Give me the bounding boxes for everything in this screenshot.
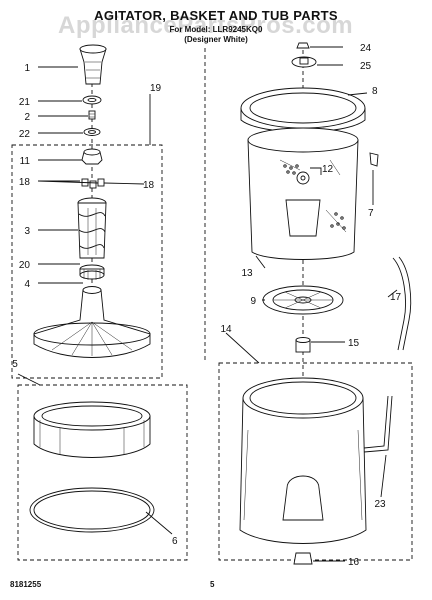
bolt-part bbox=[88, 110, 96, 120]
callout-number: 15 bbox=[348, 338, 360, 349]
callout-number: 18 bbox=[19, 177, 31, 188]
callout-number: 24 bbox=[360, 43, 372, 54]
pressure-tube-part bbox=[363, 395, 393, 453]
callout-number: 19 bbox=[150, 83, 162, 94]
outer-tub-part bbox=[239, 377, 367, 544]
clip-part bbox=[369, 152, 379, 167]
washer-part bbox=[83, 128, 101, 136]
callout-number: 22 bbox=[19, 129, 31, 140]
callout-number: 18 bbox=[143, 180, 155, 191]
page-title: AGITATOR, BASKET AND TUB PARTS bbox=[94, 8, 338, 23]
agitator-dog-part bbox=[81, 178, 105, 189]
callout-number: 3 bbox=[24, 226, 30, 237]
wash-basket-part bbox=[247, 127, 359, 260]
callout-number: 12 bbox=[322, 164, 334, 175]
basket-drive-part bbox=[296, 171, 310, 185]
callout-number: 6 bbox=[172, 536, 178, 547]
nut-part bbox=[296, 42, 310, 49]
basket-hub-part bbox=[262, 285, 344, 315]
group-box-19 bbox=[11, 144, 163, 379]
callout-number: 14 bbox=[220, 324, 232, 335]
callout-number: 25 bbox=[360, 61, 372, 72]
retainer-part bbox=[82, 95, 102, 105]
dog-cap-part bbox=[81, 148, 103, 165]
group-box-5 bbox=[17, 384, 188, 561]
color-line: (Designer White) bbox=[184, 35, 248, 44]
basket-ring-part bbox=[240, 87, 366, 133]
seal-part bbox=[295, 337, 311, 353]
spanner-part bbox=[291, 56, 317, 68]
callout-number: 16 bbox=[348, 557, 360, 568]
callout-number: 7 bbox=[368, 208, 374, 219]
agitator-cap-part bbox=[79, 44, 107, 85]
agitator-auger-part bbox=[77, 197, 107, 259]
callout-number: 9 bbox=[250, 296, 256, 307]
document-number: 8181255 bbox=[10, 580, 42, 589]
drain-nut-part bbox=[293, 552, 313, 565]
agitator-base-part bbox=[33, 286, 151, 358]
page-number: 5 bbox=[210, 580, 215, 589]
callout-number: 13 bbox=[241, 268, 253, 279]
callout-number: 1 bbox=[24, 63, 30, 74]
callout-number: 5 bbox=[12, 359, 18, 370]
callout-number: 20 bbox=[19, 260, 31, 271]
callout-number: 2 bbox=[24, 112, 30, 123]
model-line: For Model: LLR9245KQ0 bbox=[169, 25, 263, 34]
group-box-14 bbox=[218, 362, 413, 561]
hose-part bbox=[392, 256, 412, 351]
tub-ring-part bbox=[29, 487, 155, 533]
watermark: AppliancePartsPros.com bbox=[58, 12, 354, 39]
leader-lines bbox=[17, 46, 398, 562]
callout-number: 11 bbox=[20, 156, 31, 167]
callout-number: 21 bbox=[19, 97, 31, 108]
balance-ring-part bbox=[33, 401, 151, 458]
callout-number: 23 bbox=[374, 499, 386, 510]
callout-number: 8 bbox=[372, 86, 378, 97]
coupling-part bbox=[79, 264, 105, 280]
callout-number: 4 bbox=[24, 279, 30, 290]
callout-number: 17 bbox=[390, 292, 402, 303]
